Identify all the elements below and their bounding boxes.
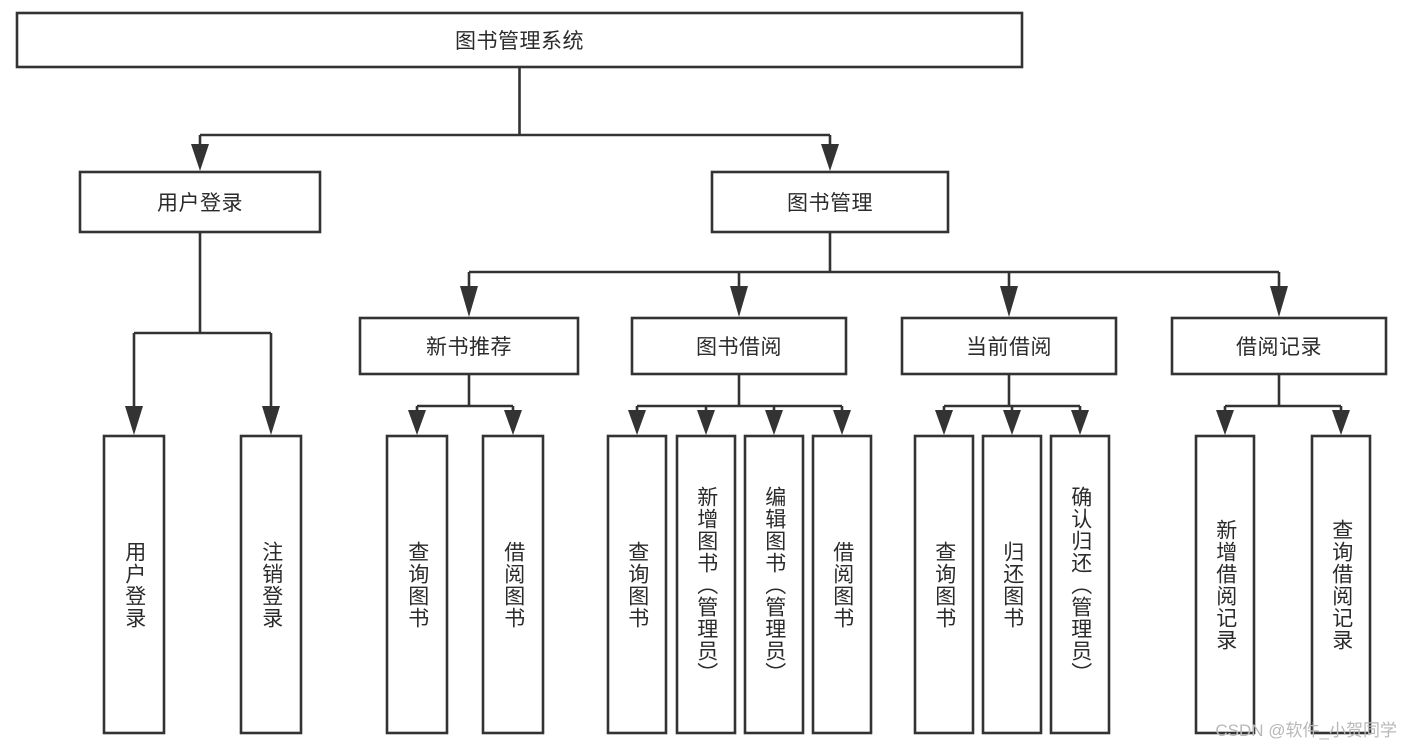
- connector-current-to-leaves: [935, 374, 1089, 435]
- arrow-head-icon: [460, 286, 478, 317]
- arrow-head-icon: [125, 406, 143, 435]
- arrow-head-icon: [408, 410, 426, 435]
- node-box-leaf[interactable]: [102, 434, 166, 735]
- arrow-head-icon: [1000, 286, 1018, 317]
- arrow-head-icon: [628, 410, 646, 435]
- node-box-leaf[interactable]: [1049, 434, 1111, 735]
- node-box-leaf[interactable]: [913, 434, 975, 735]
- connector-root-to-level2: [191, 67, 839, 171]
- connector-userlogin-to-leaves: [125, 232, 280, 435]
- node-box-leaf[interactable]: [675, 434, 737, 735]
- arrow-head-icon: [935, 410, 953, 435]
- node-box-book-management[interactable]: [710, 170, 950, 234]
- node-box-borrow-record[interactable]: [1170, 316, 1388, 376]
- node-box-new-book-recommend[interactable]: [358, 316, 580, 376]
- node-box-leaf[interactable]: [1310, 434, 1372, 735]
- connector-newbook-to-leaves: [408, 374, 522, 435]
- node-box-leaf[interactable]: [385, 434, 449, 735]
- arrow-head-icon: [1332, 410, 1350, 435]
- arrow-head-icon: [1216, 410, 1234, 435]
- arrow-head-icon: [821, 144, 839, 171]
- arrow-head-icon: [1270, 286, 1288, 317]
- arrow-head-icon: [765, 410, 783, 435]
- connector-bookmgmt-to-level3: [460, 232, 1288, 317]
- node-box-leaf[interactable]: [606, 434, 668, 735]
- arrow-head-icon: [1003, 410, 1021, 435]
- node-box-root[interactable]: [15, 11, 1024, 69]
- arrow-head-icon: [1071, 410, 1089, 435]
- node-box-user-login[interactable]: [78, 170, 322, 234]
- node-box-current-borrow[interactable]: [900, 316, 1118, 376]
- node-box-leaf[interactable]: [481, 434, 545, 735]
- arrow-head-icon: [833, 410, 851, 435]
- arrow-head-icon: [262, 406, 280, 435]
- connector-record-to-leaves: [1216, 374, 1350, 435]
- node-box-leaf[interactable]: [981, 434, 1043, 735]
- arrow-head-icon: [504, 410, 522, 435]
- arrow-head-icon: [191, 144, 209, 171]
- node-box-leaf[interactable]: [743, 434, 805, 735]
- node-box-book-borrow[interactable]: [630, 316, 848, 376]
- node-box-leaf[interactable]: [1194, 434, 1256, 735]
- connector-borrow-to-leaves: [628, 374, 851, 435]
- node-box-leaf[interactable]: [239, 434, 303, 735]
- arrow-head-icon: [697, 410, 715, 435]
- arrow-head-icon: [730, 286, 748, 317]
- node-box-leaf[interactable]: [811, 434, 873, 735]
